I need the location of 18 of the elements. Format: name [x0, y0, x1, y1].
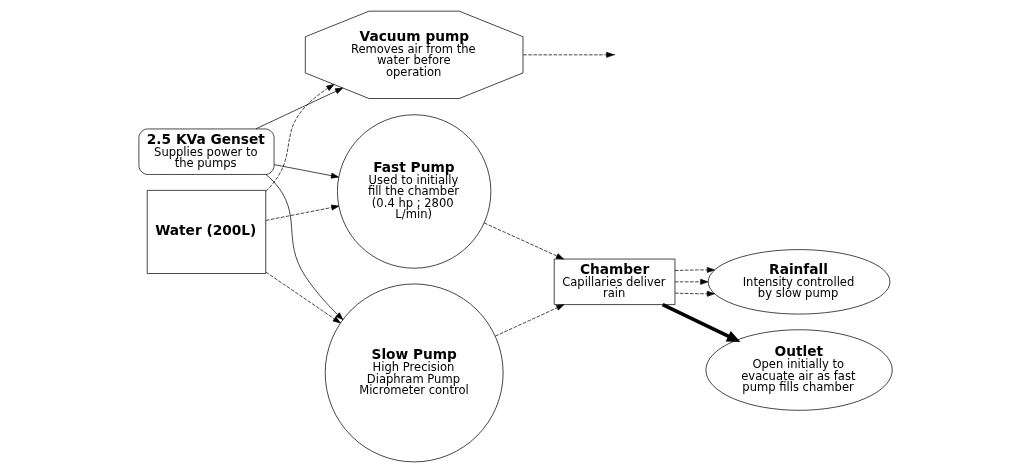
arrow — [265, 174, 344, 320]
arrow — [674, 290, 715, 297]
arrow — [265, 204, 340, 221]
arrow — [674, 267, 715, 273]
arrow — [265, 271, 341, 324]
arrow — [265, 84, 335, 192]
node-circle: Slow Pump High Precision Diaphram Pump Micrometer control — [324, 283, 504, 463]
node-box: 2.5 KVa Genset Supplies power to the pumps — [138, 128, 275, 175]
arrow — [273, 164, 339, 179]
arrow — [674, 278, 709, 285]
arrow — [661, 303, 741, 343]
node-circle: Fast Pump Used to initially fill the chamber (0.4 hp ; 2800 L/min) — [337, 114, 492, 269]
arrow — [522, 51, 615, 58]
arrow — [483, 222, 564, 260]
arrow — [255, 87, 344, 130]
arrow — [494, 304, 565, 337]
node-box: Chamber Capillaries deliver rain — [553, 258, 676, 305]
node-box: Water (200L) — [146, 190, 267, 274]
